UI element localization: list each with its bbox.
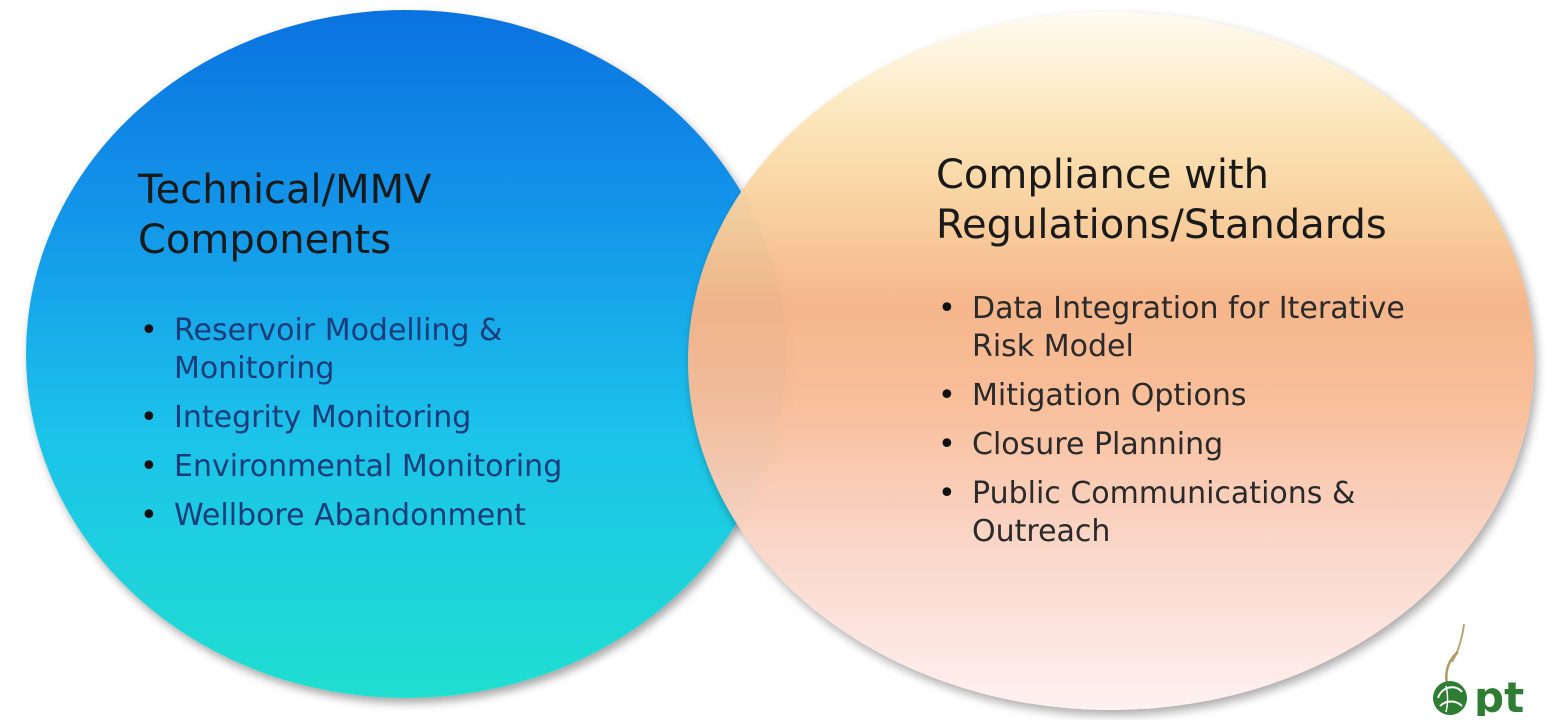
list-item: • Closure Planning bbox=[936, 426, 1456, 464]
list-item: • Reservoir Modelling & Monitoring bbox=[138, 312, 658, 388]
list-item-label: Wellbore Abandonment bbox=[174, 498, 526, 533]
bullet-icon: • bbox=[938, 378, 956, 413]
bullet-icon: • bbox=[938, 476, 956, 511]
list-item-label: Public Communications & Outreach bbox=[972, 476, 1356, 549]
list-item-label: Data Integration for Iterative Risk Mode… bbox=[972, 291, 1405, 364]
right-circle-heading: Compliance with Regulations/Standards bbox=[936, 152, 1387, 248]
list-item: • Integrity Monitoring bbox=[138, 399, 658, 437]
bullet-icon: • bbox=[140, 313, 158, 348]
left-circle-list: • Reservoir Modelling & Monitoring • Integ… bbox=[138, 312, 658, 546]
list-item: • Mitigation Options bbox=[936, 377, 1456, 415]
bullet-icon: • bbox=[938, 427, 956, 462]
list-item: • Environmental Monitoring bbox=[138, 448, 658, 486]
left-circle bbox=[26, 10, 786, 698]
list-item-label: Integrity Monitoring bbox=[174, 400, 472, 435]
bullet-icon: • bbox=[140, 449, 158, 484]
list-item-label: Closure Planning bbox=[972, 427, 1224, 462]
left-circle-heading: Technical/MMV Components bbox=[138, 167, 432, 263]
logo-text: pt bbox=[1474, 673, 1524, 716]
right-circle-list: • Data Integration for Iterative Risk Mod… bbox=[936, 290, 1456, 562]
list-item: • Data Integration for Iterative Risk Mod… bbox=[936, 290, 1456, 366]
bullet-icon: • bbox=[938, 291, 956, 326]
leaf-emblem-icon: pt bbox=[1433, 623, 1524, 720]
list-item-label: Environmental Monitoring bbox=[174, 449, 563, 484]
list-item-label: Mitigation Options bbox=[972, 378, 1247, 413]
list-item-label: Reservoir Modelling & Monitoring bbox=[174, 313, 503, 386]
logo: pt bbox=[1412, 622, 1546, 720]
list-item: • Public Communications & Outreach bbox=[936, 475, 1456, 551]
bullet-icon: • bbox=[140, 498, 158, 533]
list-item: • Wellbore Abandonment bbox=[138, 497, 658, 535]
bullet-icon: • bbox=[140, 400, 158, 435]
right-circle bbox=[688, 12, 1534, 710]
